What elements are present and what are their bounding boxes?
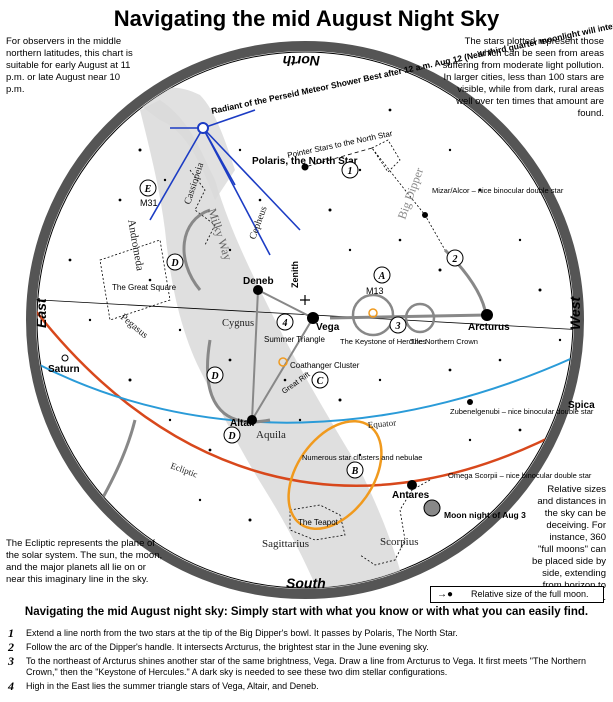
step-text: Follow the arc of the Dipper's handle. I… [26, 642, 429, 652]
label-summer-triangle: Summer Triangle [264, 335, 325, 344]
intro-left-note: For observers in the middle northern lat… [6, 36, 133, 95]
saturn-marker [61, 354, 69, 362]
step-number: 4 [8, 679, 14, 693]
label-saturn: Saturn [48, 364, 80, 375]
step-number: 1 [8, 626, 14, 640]
marker-e: E [144, 184, 152, 195]
label-scorpius: Scorpius [380, 536, 419, 548]
faint-stars [68, 108, 562, 522]
arcturus-vega-line [329, 313, 488, 320]
label-altair: Altair [230, 418, 256, 429]
label-m31: M31 [140, 198, 158, 208]
label-polaris: Polaris, the North Star [252, 156, 358, 167]
label-clusters: Numerous star clusters and nebulae [302, 453, 422, 462]
cassiopeia-lines [189, 169, 216, 246]
perseid-radiant-marker [197, 122, 209, 134]
label-mizar: Mizar/Alcor – nice binocular double star [432, 186, 564, 195]
step-item: 2 Follow the arc of the Dipper's handle. … [8, 640, 608, 654]
step-number: 2 [8, 640, 14, 654]
label-deneb: Deneb [243, 276, 274, 287]
step-text: Extend a line north from the two stars a… [26, 628, 458, 638]
milky-way-upper [140, 87, 235, 200]
label-great-square: The Great Square [112, 283, 177, 292]
star-altair [247, 415, 257, 425]
coathanger-marker [278, 357, 288, 367]
marker-d-middle: D [210, 371, 218, 382]
footer-title: Navigating the mid August night sky: Sim… [24, 606, 589, 618]
marker-4: 4 [282, 318, 288, 329]
marker-c: C [317, 376, 324, 387]
moon-marker [423, 499, 441, 517]
label-zubenelgenubi: Zubenelgenubi – nice binocular double st… [450, 407, 594, 416]
label-northern-crown: The Northern Crown [410, 337, 478, 346]
teapot-lines [289, 504, 346, 541]
label-sagittarius: Sagittarius [262, 538, 309, 550]
label-spica: Spica [568, 400, 595, 411]
label-zenith: Zenith [290, 261, 300, 288]
label-cygnus: Cygnus [222, 318, 254, 329]
northern-crown-ring [404, 302, 436, 334]
step-item: 3 To the northeast of Arcturus shines ano… [8, 654, 608, 678]
direction-north: North [283, 53, 320, 69]
summer-triangle [251, 288, 315, 421]
label-vega: Vega [316, 322, 340, 333]
pointer-line [304, 147, 373, 168]
label-arcturus: Arcturus [468, 322, 510, 333]
star-antares [407, 480, 417, 490]
legend-arrow-icon: →● [437, 589, 454, 600]
ecliptic-note: The Ecliptic represents the plane of the… [6, 538, 163, 585]
label-teapot: The Teapot [298, 518, 339, 527]
horizon-ring [26, 41, 584, 599]
marker-d-lower: D [227, 431, 235, 442]
moon-size-legend: →● Relative size of the full moon. [430, 586, 604, 603]
marker-group: 1 2 3 4 A B C D D D E [139, 161, 464, 479]
ecliptic-line [37, 289, 573, 487]
intro-right-note: The stars plotted represent those which … [442, 36, 604, 119]
direction-east: East [33, 297, 49, 328]
star-deneb [253, 285, 263, 295]
marker-2: 2 [452, 254, 458, 265]
great-square [99, 239, 171, 321]
marker-a: A [378, 271, 386, 282]
marker-d-upper: D [170, 258, 178, 269]
label-antares: Antares [392, 490, 430, 501]
star-vega [307, 312, 319, 324]
clusters-ellipse [287, 419, 383, 531]
step-text: To the northeast of Arcturus shines anot… [26, 656, 586, 677]
milky-way-band [140, 100, 410, 588]
step-number: 3 [8, 654, 14, 668]
label-m13: M13 [366, 286, 384, 296]
star-zubenelgenubi [467, 399, 473, 405]
equator-line [37, 349, 573, 424]
steps-list: 1 Extend a line north from the two stars … [8, 626, 608, 695]
step-text: High in the East lies the summer triangl… [26, 681, 319, 691]
marker-3: 3 [395, 321, 401, 332]
chart-title: Navigating the mid August Night Sky [113, 6, 500, 31]
marker-1: 1 [348, 166, 353, 177]
legend-text: Relative size of the full moon. [471, 589, 589, 599]
arrow-d-upper [182, 208, 211, 291]
label-moon-night: Moon night of Aug 3 [444, 510, 526, 520]
step-item: 4 High in the East lies the summer triang… [8, 679, 608, 693]
label-keystone: The Keystone of Hercules [340, 337, 427, 346]
label-equator: Equator [367, 418, 396, 430]
marker-b: B [351, 466, 359, 477]
star-polaris [301, 163, 309, 171]
star-arcturus [481, 309, 493, 321]
label-aquila: Aquila [256, 429, 286, 441]
keystone-ring [351, 293, 395, 337]
label-omega-scorpii: Omega Scorpii – nice binocular double st… [448, 471, 592, 480]
zenith-mark [300, 295, 310, 305]
direction-west: West [567, 295, 583, 330]
label-coathanger: Coathanger Cluster [290, 361, 360, 370]
m13-marker [368, 308, 378, 318]
step-item: 1 Extend a line north from the two stars … [8, 626, 608, 640]
direction-south: South [286, 575, 326, 591]
big-dipper-lines [371, 139, 446, 251]
star-mizar [422, 212, 428, 218]
star-spica [577, 385, 587, 395]
